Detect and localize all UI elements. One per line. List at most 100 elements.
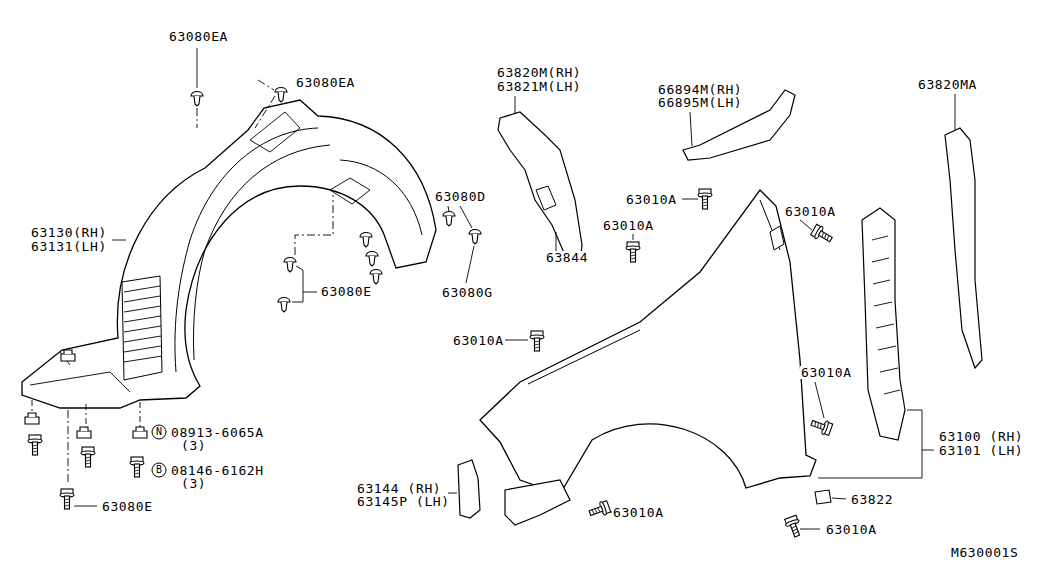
part-number: 63080E [320,285,373,298]
bolt [810,223,834,245]
symbol-circle [152,463,166,477]
bolt [530,331,544,351]
clip [360,233,372,248]
leader-line [515,96,516,114]
part-number: 63820M(RH) [496,66,582,79]
part-number: 66894M(RH) [657,83,743,96]
bolt [60,489,74,509]
leader-bracket [292,266,317,302]
nut [61,350,75,361]
part-number: 63844 [545,251,589,264]
leader-line [800,529,820,530]
fender-seal [498,112,582,262]
leader-line [466,246,474,283]
part-number: 63820MA [917,78,978,91]
leader-line [690,112,692,146]
liner-flap-edge [30,352,130,392]
bolt [588,500,612,520]
liner-ridge [340,160,422,235]
part-number: 63010A [602,219,655,232]
clip [469,230,481,245]
part-number: M630001S [950,546,1019,559]
leader-bracket [818,410,934,478]
part-number: 63080EA [168,30,229,43]
bolt [130,457,144,477]
part-number: 66895M(LH) [657,96,743,109]
part-number: 63080EA [295,76,356,89]
part-number: 63010A [784,205,837,218]
part-number: 63101 (LH) [938,444,1024,457]
part-number: 63080E [101,500,154,513]
leader-dashed [32,400,140,428]
fender-bracket [862,208,905,440]
small-bracket [458,460,480,518]
leader-line [800,220,812,230]
bolt [698,189,712,209]
bolt [28,435,42,455]
clip [191,92,203,107]
leader-line [832,498,846,499]
fender-liner [22,100,436,408]
leader-dashed [255,96,275,128]
part-number: 08146-6162H [170,464,265,477]
part-number: 63010A [612,506,665,519]
grille-slats [124,286,162,362]
part-number: (3) [180,477,207,490]
leader-dashed [68,410,69,485]
clip [370,270,382,285]
nut [77,427,91,438]
bolt [81,447,95,467]
bolt [626,242,640,262]
leader-line [815,382,824,418]
bolt [784,515,804,539]
part-number: 63080D [434,190,487,203]
clip [366,252,378,267]
leader-dashed [197,108,198,128]
seal-clip [536,186,556,210]
symbol-letter: N [153,426,165,438]
leader-dashed [258,80,274,90]
part-number: 63821M(LH) [496,80,582,93]
part-number: 63010A [800,366,853,379]
symbol-letter: B [153,464,165,476]
bolt [810,416,834,436]
part-number: 63100 (RH) [938,430,1024,443]
part-number: 08913-6065A [170,426,265,439]
fender-tab [770,226,784,250]
part-number: 63822 [850,493,894,506]
leader-line [448,493,457,494]
front-fender [480,190,816,494]
part-number: 63130(RH) [30,226,108,239]
part-number: 63145P (LH) [356,495,451,508]
leader-line [505,340,528,341]
nut [25,413,39,424]
clip [275,88,287,103]
part-number: 63144 (RH) [356,482,442,495]
leader-line [955,94,956,130]
fender-seal-long [945,128,982,368]
part-number: 63131(LH) [30,240,108,253]
leader-dashed [295,195,333,255]
lower-cover [505,480,570,525]
leader-line [448,206,472,228]
liner-ridge [193,145,330,360]
part-number: 63010A [825,523,878,536]
liner-detail [250,112,370,204]
liner-grille [122,276,162,380]
liner-ridge [175,128,318,372]
symbol-circle [152,425,166,439]
bracket-slots [872,236,900,394]
nut [133,427,147,438]
leader-line [112,240,126,241]
clip [284,258,296,273]
clip [278,298,290,313]
part-number: 63010A [625,193,678,206]
part-number: (3) [180,439,207,452]
clip [443,212,455,227]
leader-line [633,234,634,240]
part-number: 63010A [452,334,505,347]
leader-line [682,199,698,200]
part-number: 63080G [441,286,494,299]
